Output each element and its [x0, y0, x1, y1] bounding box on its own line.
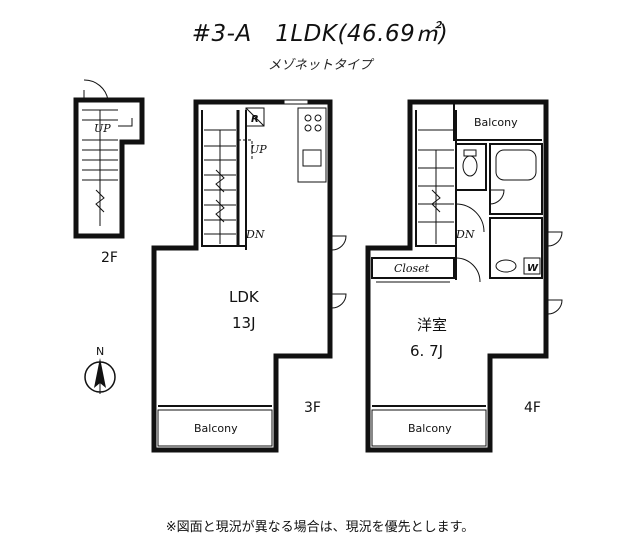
stair-down-4f: DN: [455, 228, 475, 241]
stair-2f: [82, 109, 133, 226]
compass-icon: [84, 358, 116, 394]
stair-up-3f: UP: [250, 143, 267, 156]
floor-2f: [73, 79, 145, 239]
closet-label: Closet: [394, 262, 430, 275]
floor-label-4f: 4F: [524, 400, 541, 416]
balcony-4f-top: Balcony: [474, 116, 518, 129]
room-size-ldk: 13J: [232, 314, 256, 332]
plan-title: #3-A 1LDK(46.69㎡): [191, 21, 449, 47]
floor-4f: [365, 99, 563, 453]
compass-north-label: N: [96, 345, 104, 358]
room-name-ldk: LDK: [229, 288, 260, 306]
stair-up-2f: UP: [94, 122, 111, 135]
floor-3f: [151, 99, 347, 453]
stair-down-3f: DN: [245, 228, 265, 241]
stair-4f: [418, 129, 454, 244]
fridge-mark: R: [251, 114, 259, 125]
washer-mark: W: [527, 263, 539, 274]
floor-label-2f: 2F: [101, 250, 118, 266]
balcony-3f: Balcony: [194, 422, 238, 435]
stair-3f: [204, 129, 253, 244]
room-size-western: 6. 7J: [410, 342, 443, 360]
balcony-4f-bottom: Balcony: [408, 422, 452, 435]
plan-subtitle: メゾネットタイプ: [267, 58, 372, 73]
room-name-western: 洋室: [417, 316, 447, 334]
footer-note: ※図面と現況が異なる場合は、現況を優先とします。: [165, 520, 475, 535]
floor-label-3f: 3F: [304, 400, 321, 416]
